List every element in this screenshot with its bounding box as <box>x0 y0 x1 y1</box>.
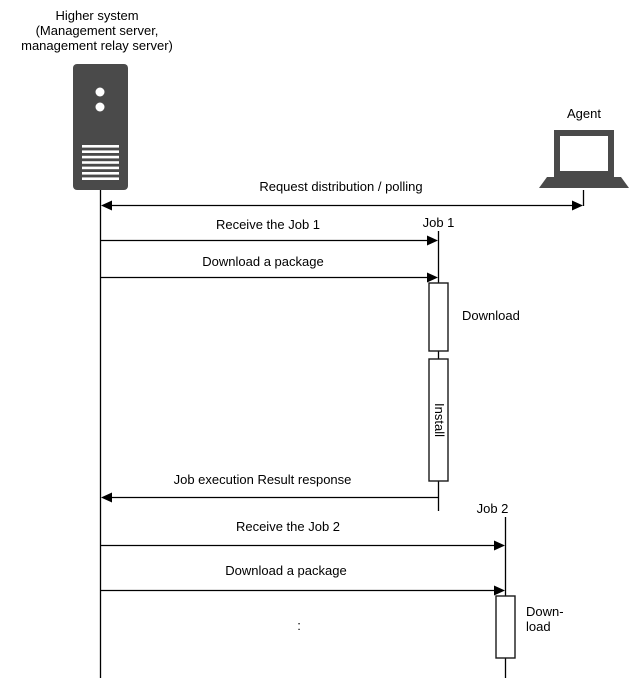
arrowhead-left-icon <box>101 200 112 211</box>
arrowhead-left-icon <box>101 492 112 503</box>
server-led-icon <box>95 87 105 97</box>
server-vents <box>82 145 119 180</box>
job1-lifeline-label: Job 1 <box>422 215 455 230</box>
job-result-arrow <box>101 492 438 503</box>
laptop-icon <box>539 130 629 188</box>
download1-activation-box <box>428 282 449 352</box>
download2-activity-label: Down- load <box>526 604 564 634</box>
download-package2-arrow <box>100 585 505 596</box>
arrowhead-right-icon <box>494 540 505 551</box>
job-result-message-label: Job execution Result response <box>173 472 352 487</box>
arrowhead-right-icon <box>427 235 438 246</box>
download2-activation-box <box>495 595 516 659</box>
download1-activity-label: Download <box>462 308 520 323</box>
download-package1-message-label: Download a package <box>202 254 324 269</box>
server-icon <box>73 64 128 190</box>
continuation-mark: : <box>297 618 301 633</box>
higher-system-label: Higher system (Management server, manage… <box>8 8 186 53</box>
arrowhead-right-icon <box>572 200 583 211</box>
arrowhead-right-icon <box>494 585 505 596</box>
download-package1-arrow <box>100 272 438 283</box>
install-activation-box <box>428 358 449 482</box>
higher-system-label-line: Higher system <box>55 8 139 23</box>
polling-message-label: Request distribution / polling <box>259 179 423 194</box>
receive-job2-arrow <box>100 540 505 551</box>
download2-activity-label-line: Down- <box>526 604 564 619</box>
higher-system-label-line: management relay server) <box>21 38 173 53</box>
arrowhead-right-icon <box>427 272 438 283</box>
receive-job1-message-label: Receive the Job 1 <box>215 217 321 232</box>
install-activity-label: Install <box>432 403 447 437</box>
download-package2-message-label: Download a package <box>225 563 347 578</box>
agent-label: Agent <box>567 106 601 121</box>
higher-system-label-line: (Management server, <box>35 23 159 38</box>
server-led-icon <box>95 102 105 112</box>
job2-lifeline-label: Job 2 <box>476 501 509 516</box>
receive-job1-arrow <box>100 235 438 246</box>
download2-activity-label-line: load <box>526 619 551 634</box>
receive-job2-message-label: Receive the Job 2 <box>235 519 341 534</box>
polling-arrow <box>101 200 583 211</box>
